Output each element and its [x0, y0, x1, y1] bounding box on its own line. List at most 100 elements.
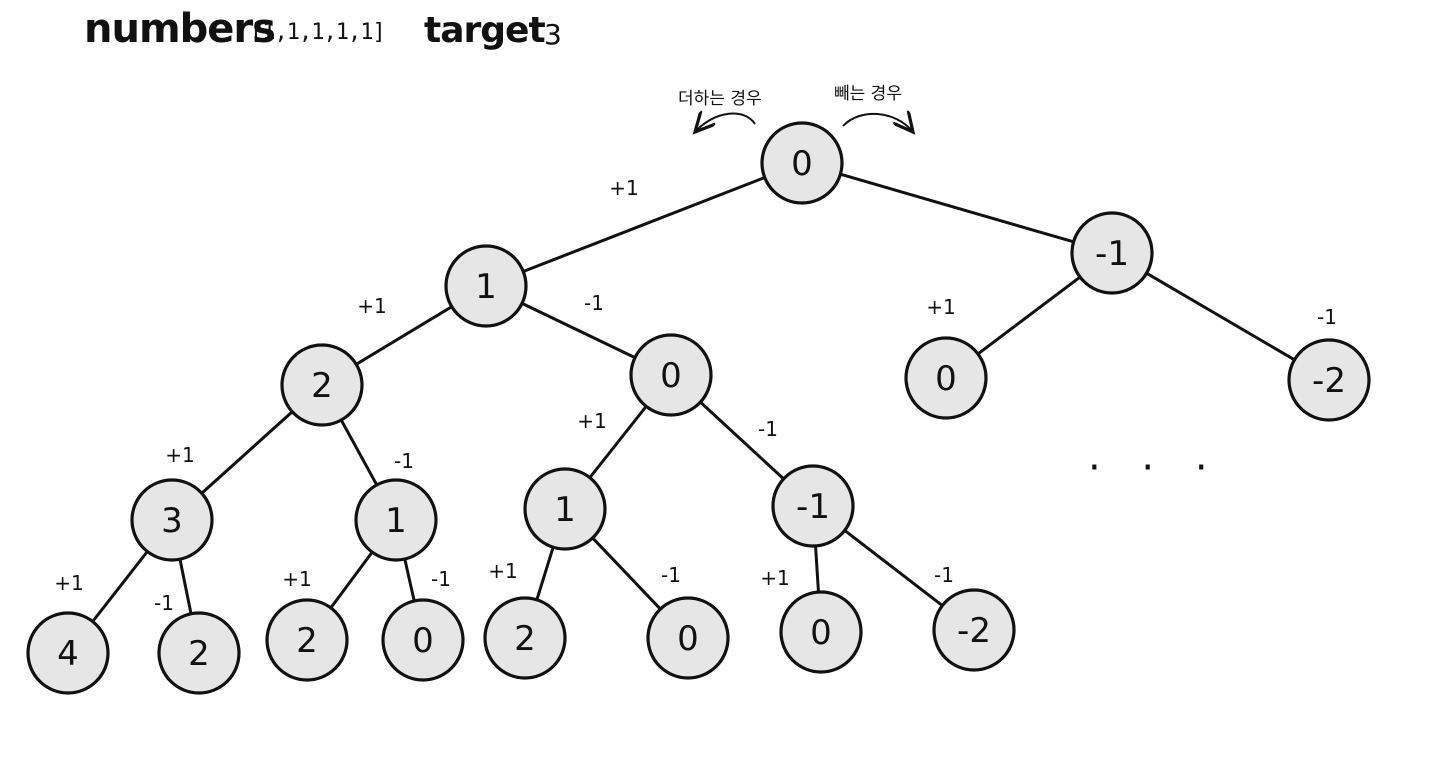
tree-edge-LLL-LLLR: [178, 558, 193, 615]
tree-node-value: 0: [660, 356, 682, 396]
tree-node-value: 2: [296, 621, 318, 661]
tree-edges: [91, 172, 1296, 623]
target-keyword: target: [424, 10, 546, 51]
tree-node-value: 2: [188, 634, 210, 674]
tree-node-circle: [354, 478, 438, 562]
tree-edge-LL-LLL: [200, 410, 294, 495]
tree-node-LRLR: 0: [646, 596, 730, 680]
tree-edge-LRL-LRLR: [591, 536, 662, 611]
edge-label-LR-LRL: +1: [577, 409, 606, 433]
tree-node-LR: 0: [629, 333, 713, 417]
tree-node-L: 1: [444, 244, 528, 328]
edge-label-LR-LRR: -1: [758, 417, 778, 441]
tree-node-circle: [381, 598, 465, 682]
subtract-case-arrow: [842, 114, 913, 132]
tree-node-circle: [629, 333, 713, 417]
edge-label-R-RR: -1: [1317, 305, 1337, 329]
tree-edge-R-RR: [1145, 271, 1296, 362]
tree-node-value: 0: [412, 621, 434, 661]
tree-edge-LRR-LRRL: [814, 545, 820, 593]
tree-node-circle: [26, 611, 110, 695]
target-value: 3: [544, 18, 562, 51]
tree-node-circle: [779, 590, 863, 674]
edge-label-LLL-LLLR: -1: [154, 591, 174, 615]
tree-node-value: 4: [57, 634, 79, 674]
edge-label-LLR-LLRR: -1: [431, 567, 451, 591]
edge-label-LLR-LLRL: +1: [282, 567, 311, 591]
tree-edge-root-R: [839, 172, 1075, 244]
tree-edge-LL-LLR: [339, 419, 379, 486]
numbers-value: [1,1,1,1,1]: [250, 20, 386, 45]
tree-node-circle: [932, 588, 1016, 672]
tree-node-LRR: -1: [771, 464, 855, 548]
add-case-label: 더하는 경우: [678, 89, 762, 109]
tree-node-circle: [771, 464, 855, 548]
tree-edge-LLR-LLRL: [329, 551, 374, 609]
tree-node-circle: [1287, 338, 1371, 422]
tree-node-LRRR: -2: [932, 588, 1016, 672]
tree-node-value: 1: [554, 490, 576, 530]
continuation-ellipsis: · · ·: [1088, 445, 1222, 491]
tree-node-circle: [483, 596, 567, 680]
tree-node-circle: [444, 244, 528, 328]
tree-edge-LLR-LLRR: [403, 558, 416, 602]
tree-node-value: 1: [475, 267, 497, 307]
edge-label-LRR-LRRL: +1: [760, 566, 789, 590]
tree-edge-labels: +1 +1 -1 +1 -1 +1 -1 +1 -1 +1 -1 +1 -1 +1 -1 +1 -1: [54, 176, 1337, 615]
edge-label-LLL-LLLL: +1: [54, 571, 83, 595]
tree-node-value: -2: [957, 611, 991, 651]
numbers-keyword: numbers: [84, 6, 276, 52]
tree-node-LL: 2: [280, 343, 364, 427]
tree-node-circle: [157, 611, 241, 695]
tree-node-LLRR: 0: [381, 598, 465, 682]
tree-node-circle: [904, 336, 988, 420]
edge-label-LRR-LRRR: -1: [934, 563, 954, 587]
tree-edge-LLL-LLLL: [91, 550, 149, 623]
tree-node-LRLL: 2: [483, 596, 567, 680]
tree-edge-LRL-LRLL: [535, 546, 555, 601]
tree-node-circle: [760, 121, 844, 205]
edge-label-LRL-LRLL: +1: [488, 559, 517, 583]
tree-node-LLR: 1: [354, 478, 438, 562]
tree-node-value: -1: [1095, 234, 1129, 274]
tree-node-circle: [1070, 211, 1154, 295]
tree-node-circle: [523, 467, 607, 551]
add-case-arrow: [695, 114, 756, 132]
tree-node-LRL: 1: [523, 467, 607, 551]
tree-node-value: 0: [810, 613, 832, 653]
tree-edge-root-L: [522, 176, 766, 273]
tree-node-value: -1: [796, 487, 830, 527]
problem-header: numbers [1,1,1,1,1] target 3: [0, 0, 1440, 70]
tree-edge-L-LR: [521, 301, 636, 360]
tree-node-LLLR: 2: [157, 611, 241, 695]
edge-label-root-L: +1: [609, 176, 638, 200]
tree-node-circle: [265, 598, 349, 682]
tree-node-LRRL: 0: [779, 590, 863, 674]
subtract-case-label: 빼는 경우: [834, 84, 902, 104]
tree-node-LLRL: 2: [265, 598, 349, 682]
tree-node-circle: [130, 478, 214, 562]
edge-label-L-LR: -1: [584, 291, 604, 315]
tree-edge-L-LL: [355, 305, 453, 366]
tree-edge-LRR-LRRR: [843, 529, 944, 607]
edge-label-L-LL: +1: [357, 294, 386, 318]
edge-label-R-RL: +1: [926, 295, 955, 319]
tree-node-circle: [646, 596, 730, 680]
edge-label-LL-LLL: +1: [165, 443, 194, 467]
tree-node-LLLL: 4: [26, 611, 110, 695]
tree-node-LLL: 3: [130, 478, 214, 562]
tree-edge-LR-LRL: [588, 405, 648, 479]
tree-node-R: -1: [1070, 211, 1154, 295]
tree-node-value: 3: [161, 501, 183, 541]
tree-node-value: 2: [311, 366, 333, 406]
branch-annotations: 더하는 경우 빼는 경우: [678, 84, 913, 132]
edge-label-LL-LLR: -1: [394, 449, 414, 473]
tree-node-value: -2: [1312, 361, 1346, 401]
tree-edge-LR-LRR: [699, 401, 785, 480]
tree-node-RR: -2: [1287, 338, 1371, 422]
tree-node-value: 0: [677, 619, 699, 659]
tree-node-value: 1: [385, 501, 407, 541]
edge-label-LRL-LRLR: -1: [661, 563, 681, 587]
